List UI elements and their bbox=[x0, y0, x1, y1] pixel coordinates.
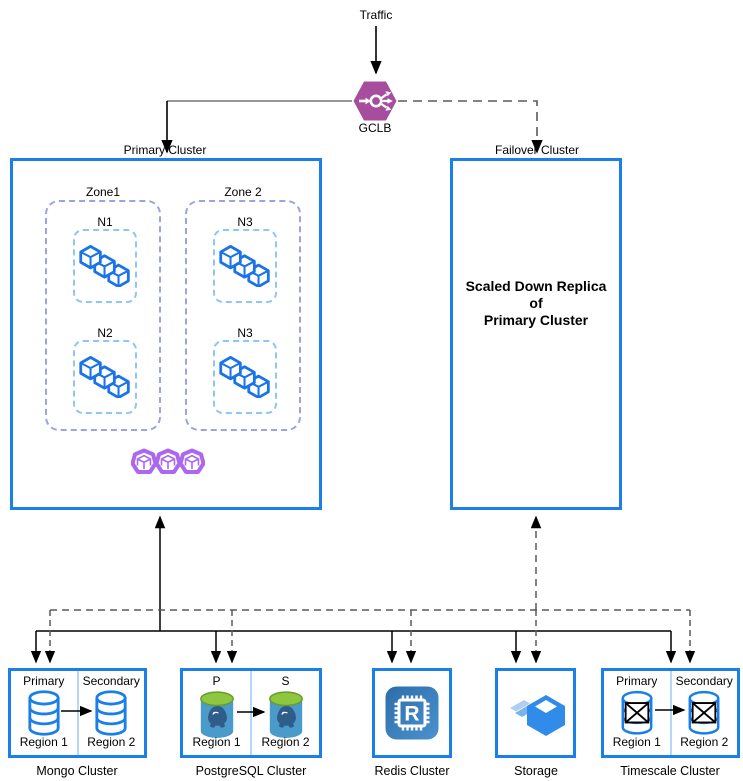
postgresql-cluster-box: P Region 1 S Region 2 bbox=[180, 668, 322, 758]
load-balancer-icon bbox=[352, 80, 398, 122]
postgres-primary-cell: P Region 1 bbox=[183, 671, 250, 755]
timescale-region2-label: Region 2 bbox=[680, 735, 729, 749]
region-divider bbox=[669, 671, 672, 755]
failover-cluster-label: Failover Cluster bbox=[494, 143, 580, 157]
timescale-cluster-box: Primary Region 1 Secondary Region 2 bbox=[601, 668, 740, 758]
mongo-primary-role-label: Primary bbox=[23, 674, 65, 688]
workload-cubes-icon bbox=[218, 356, 272, 398]
region-divider bbox=[76, 671, 79, 755]
zone-2-label: Zone 2 bbox=[224, 185, 262, 199]
postgres-secondary-role-label: S bbox=[281, 674, 290, 688]
postgresql-cluster-caption: PostgreSQL Cluster bbox=[195, 764, 307, 778]
timescale-primary-cell: Primary Region 1 bbox=[604, 671, 670, 755]
timescale-region1-label: Region 1 bbox=[612, 735, 661, 749]
timescale-cluster-caption: Timescale Cluster bbox=[620, 764, 720, 778]
node-n3a-label: N3 bbox=[237, 215, 253, 229]
redis-memorystore-icon bbox=[384, 685, 440, 741]
timescale-db-icon bbox=[688, 690, 720, 735]
cloud-storage-icon bbox=[509, 695, 565, 736]
zone-1-label: Zone1 bbox=[85, 185, 121, 199]
node-n3a-box: N3 bbox=[213, 215, 277, 303]
pods-icon bbox=[131, 448, 205, 475]
mongo-region2-label: Region 2 bbox=[87, 735, 136, 749]
node-n3b-label: N3 bbox=[237, 326, 253, 340]
mongo-secondary-role-label: Secondary bbox=[82, 674, 140, 688]
database-icon bbox=[95, 690, 127, 736]
gclb-node bbox=[352, 80, 398, 122]
redis-cluster-box bbox=[372, 668, 452, 758]
gclb-label: GCLB bbox=[358, 121, 392, 135]
storage-box bbox=[495, 668, 576, 758]
storage-caption: Storage bbox=[514, 764, 558, 778]
zone-1-box: Zone1 N1 N2 bbox=[45, 185, 161, 431]
postgres-region2-label: Region 2 bbox=[261, 735, 310, 749]
postgresql-icon bbox=[268, 691, 303, 739]
workload-cubes-icon bbox=[78, 245, 132, 287]
mongo-cluster-caption: Mongo Cluster bbox=[36, 764, 118, 778]
postgres-primary-role-label: P bbox=[212, 674, 221, 688]
traffic-label: Traffic bbox=[359, 8, 393, 22]
postgresql-icon bbox=[199, 691, 234, 739]
postgres-region1-label: Region 1 bbox=[192, 735, 241, 749]
node-n1-label: N1 bbox=[97, 215, 113, 229]
node-n1-box: N1 bbox=[73, 215, 137, 303]
primary-cluster-label: Primary Cluster bbox=[123, 143, 207, 157]
node-n2-box: N2 bbox=[73, 326, 137, 414]
mongo-region1-label: Region 1 bbox=[19, 735, 68, 749]
timescale-db-icon bbox=[621, 690, 653, 735]
postgres-secondary-cell: S Region 2 bbox=[252, 671, 319, 755]
zone-2-box: Zone 2 N3 N3 bbox=[185, 185, 301, 431]
primary-cluster-box: Zone1 N1 N2 Zone 2 N3 N3 bbox=[10, 158, 322, 510]
timescale-secondary-cell: Secondary Region 2 bbox=[672, 671, 738, 755]
timescale-secondary-role-label: Secondary bbox=[675, 674, 733, 688]
timescale-primary-role-label: Primary bbox=[616, 674, 658, 688]
mongo-primary-cell: Primary Region 1 bbox=[11, 671, 77, 755]
mongo-secondary-cell: Secondary Region 2 bbox=[79, 671, 145, 755]
workload-cubes-icon bbox=[218, 245, 272, 287]
failover-description: Scaled Down Replica of Primary Cluster bbox=[465, 278, 607, 328]
node-n3b-box: N3 bbox=[213, 326, 277, 414]
node-n2-label: N2 bbox=[97, 326, 113, 340]
mongo-cluster-box: Primary Region 1 Secondary Region 2 bbox=[8, 668, 147, 758]
failover-cluster-box: Scaled Down Replica of Primary Cluster bbox=[450, 158, 622, 510]
redis-cluster-caption: Redis Cluster bbox=[374, 764, 450, 778]
region-divider bbox=[250, 671, 252, 755]
database-icon bbox=[28, 690, 60, 736]
workload-cubes-icon bbox=[78, 356, 132, 398]
